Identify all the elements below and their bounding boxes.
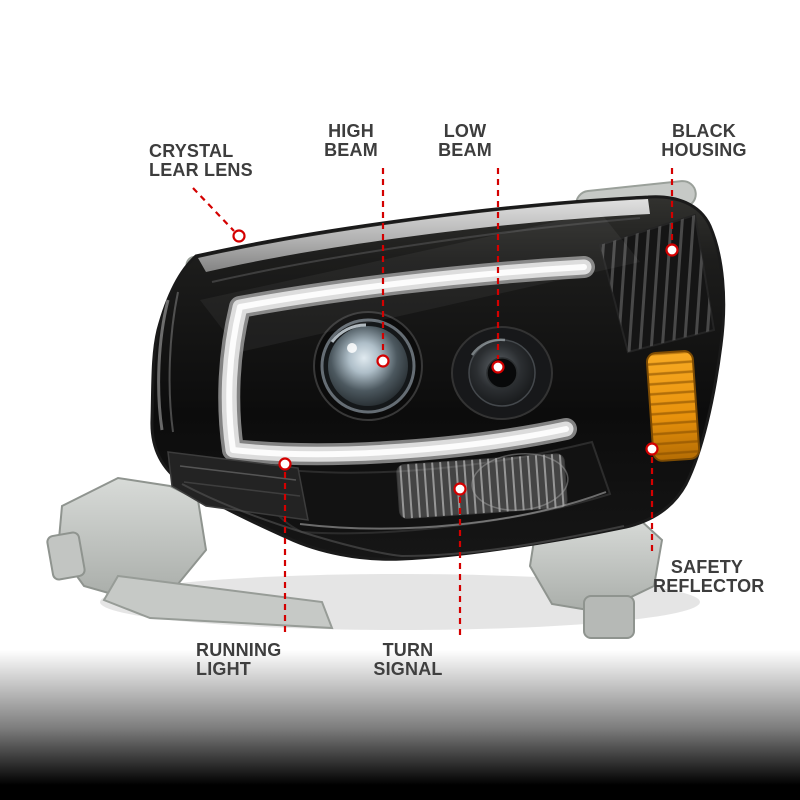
callout-dot-high-beam xyxy=(376,354,390,368)
callout-dot-black-housing xyxy=(665,243,679,257)
callout-label-line: LOW xyxy=(443,121,487,141)
callout-label-safety-reflector: SAFETY REFLECTOR xyxy=(653,557,765,596)
callout-label-high-beam: HIGH BEAM xyxy=(320,122,382,160)
right-bracket-foot xyxy=(583,595,635,639)
callout-label-line: LEAR LENS xyxy=(149,160,253,180)
callout-dot-safety-reflector xyxy=(645,442,659,456)
callout-label-line: REFLECTOR xyxy=(653,576,765,596)
callout-label-line: BEAM xyxy=(324,140,378,160)
callout-label-line: CRYSTAL xyxy=(149,141,234,161)
left-bracket-tab xyxy=(46,531,86,581)
callout-label-line: BLACK xyxy=(672,121,736,141)
lower-lens-area xyxy=(167,440,612,535)
lens-highlights xyxy=(157,212,640,558)
lens-top-chrome-strip xyxy=(198,199,650,272)
callout-label-low-beam: LOW BEAM xyxy=(434,122,496,160)
callout-dot-turn-signal xyxy=(453,482,467,496)
turn-signal-reflector xyxy=(396,453,568,519)
floor-shadow-gradient xyxy=(0,650,800,800)
callout-overlay xyxy=(192,168,679,637)
callout-dot-running-light xyxy=(278,457,292,471)
callout-label-line: HOUSING xyxy=(661,140,747,160)
callout-label-black-housing: BLACK HOUSING xyxy=(658,122,750,160)
lower-arm-bracket xyxy=(102,574,334,630)
callout-label-line: BEAM xyxy=(438,140,492,160)
inner-bezel-line xyxy=(211,217,641,283)
callout-label-line: HIGH xyxy=(328,121,374,141)
low-beam-projector xyxy=(451,326,553,420)
callout-label-line: SAFETY xyxy=(670,557,744,577)
high-beam-projector xyxy=(313,311,423,421)
amber-safety-reflector xyxy=(645,350,701,462)
callout-dot-low-beam xyxy=(491,360,505,374)
fin-section xyxy=(598,213,716,354)
light-bar-tube xyxy=(218,256,595,466)
callout-label-crystal-clear-lens: CRYSTAL LEAR LENS xyxy=(149,142,253,180)
callout-dot-crystal-clear-lens xyxy=(232,229,246,243)
callout-line-crystal-clear-lens xyxy=(192,187,235,232)
